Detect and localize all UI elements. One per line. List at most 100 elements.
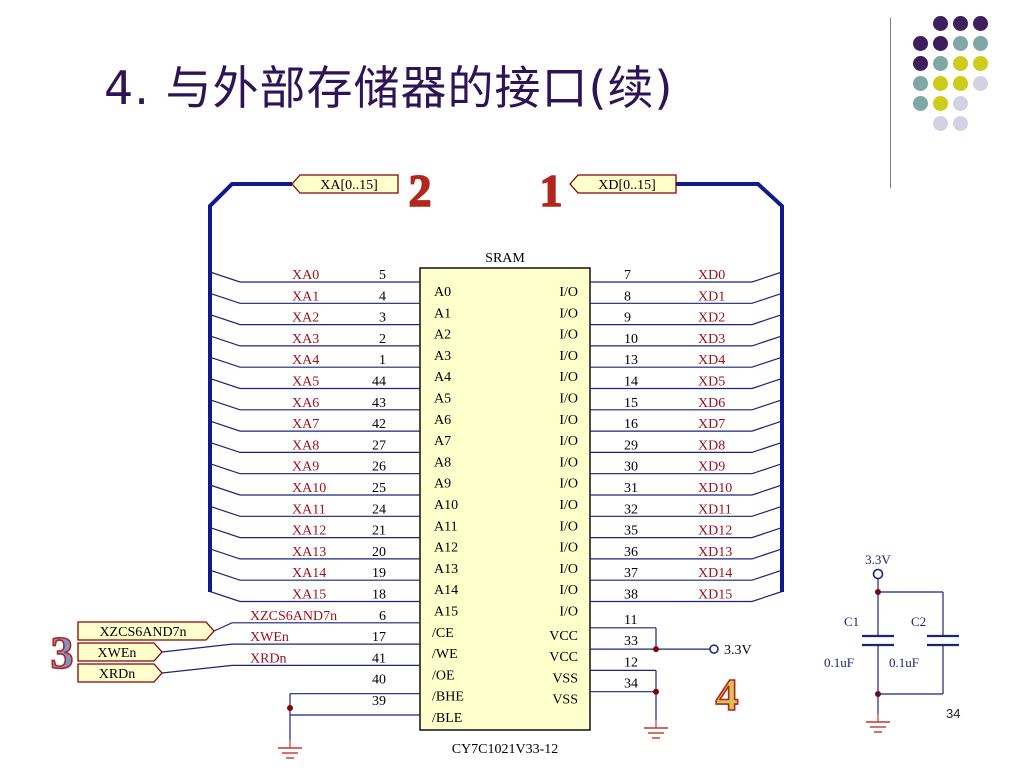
decor-dot-teal [913, 96, 928, 111]
data-pin-name: I/O [559, 583, 578, 598]
address-wire [209, 292, 420, 304]
decor-dot-purple [973, 16, 988, 31]
ce-wire [213, 622, 420, 632]
decor-dot-purple [933, 36, 948, 51]
data-pin-name: I/O [559, 392, 578, 407]
port-shape [77, 642, 163, 662]
data-pin-number: 13 [624, 353, 638, 368]
address-pin-number: 26 [372, 460, 386, 475]
address-pin-number: 5 [379, 268, 386, 283]
address-net-label: XA13 [292, 545, 326, 560]
address-pin-name: A4 [434, 370, 451, 385]
address-wire [209, 399, 420, 411]
decoupling-supply-terminal [872, 568, 884, 580]
control-pin-name: /BHE [432, 690, 464, 705]
data-wire [590, 548, 783, 560]
address-net-label: XA2 [292, 311, 319, 326]
oe-wire [161, 664, 420, 674]
decor-dot-yellow [953, 56, 968, 71]
power-pin-name: VCC [549, 650, 578, 665]
address-net-label: XA3 [292, 332, 319, 347]
data-wire [590, 505, 783, 517]
control-pin-number: 6 [379, 609, 386, 624]
data-pin-number: 16 [624, 417, 638, 432]
port-label: XZCS6AND7n [99, 625, 186, 640]
address-pin-name: A13 [434, 562, 458, 577]
address-net-label: XA15 [292, 588, 326, 603]
address-net-label: XA7 [292, 417, 319, 432]
decor-dot-lavender [953, 116, 968, 131]
data-pin-name: I/O [559, 306, 578, 321]
data-pin-name: I/O [559, 328, 578, 343]
data-wire [590, 356, 783, 368]
vcc-supply-terminal [709, 644, 719, 654]
data-pin-name: I/O [559, 434, 578, 449]
data-net-label: XD0 [698, 268, 725, 283]
port-shape [77, 621, 215, 641]
address-wire [209, 569, 420, 581]
data-wire [590, 420, 783, 432]
junction-dot [653, 646, 659, 653]
data-wire [590, 377, 783, 390]
address-wire [209, 590, 420, 603]
address-pin-number: 18 [372, 588, 386, 603]
data-pin-number: 30 [624, 460, 638, 475]
data-pin-name: I/O [559, 285, 578, 300]
data-net-label: XD13 [698, 545, 732, 560]
address-pin-name: A8 [434, 455, 451, 470]
decor-dot-teal [913, 76, 928, 91]
address-pin-number: 2 [379, 332, 386, 347]
address-net-label: XA5 [292, 375, 319, 390]
callout-3: 3 [51, 627, 74, 678]
data-net-label: XD2 [698, 311, 725, 326]
data-net-label: XD6 [698, 396, 725, 411]
address-wire [209, 420, 420, 432]
address-pin-name: A6 [434, 413, 451, 428]
port-label: XD[0..15] [598, 178, 656, 193]
address-wire [209, 505, 420, 517]
data-pin-name: I/O [559, 349, 578, 364]
data-net-label: XD11 [698, 502, 732, 517]
power-pin-number: 33 [624, 634, 638, 649]
decor-dot-lavender [973, 76, 988, 91]
control-pin-name: /BLE [432, 711, 462, 726]
address-pin-name: A12 [434, 541, 458, 556]
power-pin-number: 12 [624, 655, 638, 670]
page-number: 34 [946, 706, 961, 721]
control-pin-number: 39 [372, 694, 386, 709]
capacitor-value: 0.1uF [824, 655, 854, 670]
data-pin-name: I/O [559, 562, 578, 577]
decor-dot-teal [933, 56, 948, 71]
decor-dot-purple [933, 16, 948, 31]
address-pin-name: A14 [434, 583, 458, 598]
chip-title: SRAM [485, 251, 525, 266]
address-wire [209, 463, 420, 475]
control-pin-number: 41 [372, 651, 386, 666]
data-wire [590, 335, 783, 347]
control-pin-name: /WE [432, 647, 458, 662]
address-pin-name: A11 [434, 519, 458, 534]
decoupling-supply-label: 3.3V [865, 552, 891, 567]
decor-dot-yellow [953, 76, 968, 91]
address-wire [209, 377, 420, 390]
address-pin-number: 3 [379, 311, 386, 326]
data-pin-number: 7 [624, 268, 631, 283]
capacitor-name: C1 [844, 614, 859, 629]
data-pin-number: 29 [624, 438, 638, 453]
power-pin-name: VSS [552, 671, 578, 686]
power-pin-number: 34 [624, 677, 638, 692]
decor-dot-yellow [933, 96, 948, 111]
power-pin-number: 11 [624, 613, 637, 628]
data-net-label: XD3 [698, 332, 725, 347]
data-pin-name: I/O [559, 370, 578, 385]
ground-symbol-middle [644, 720, 668, 739]
data-wire [590, 569, 783, 581]
data-net-label: XD8 [698, 438, 725, 453]
address-pin-number: 27 [372, 438, 386, 453]
address-net-label: XA12 [292, 524, 326, 539]
address-wire [209, 441, 420, 453]
address-wire [209, 356, 420, 368]
address-pin-number: 21 [372, 524, 386, 539]
data-net-label: XD9 [698, 460, 725, 475]
slide-title: 4. 与外部存储器的接口(续) [104, 61, 674, 115]
